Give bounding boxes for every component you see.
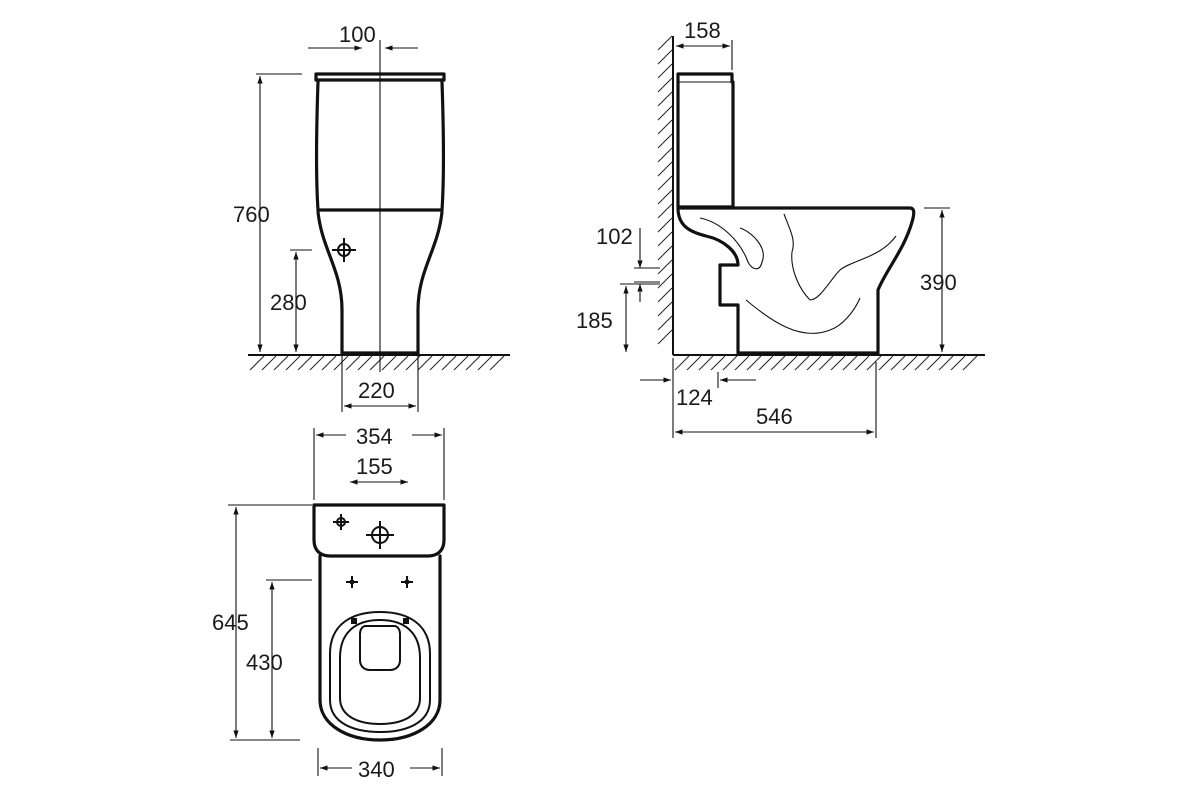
side-view: 158 102 185 390 124 546 bbox=[576, 18, 985, 438]
front-floor-hatch bbox=[248, 354, 510, 371]
top-flush-cross bbox=[366, 521, 394, 549]
side-wall-hatch bbox=[657, 35, 674, 355]
top-fixing-left bbox=[346, 576, 358, 588]
top-inlet-cross bbox=[333, 514, 349, 530]
top-seat-outer bbox=[329, 611, 431, 733]
top-bowl-outline bbox=[318, 554, 442, 742]
dim-top-bowl-width: 340 bbox=[358, 757, 395, 782]
top-view: 354 155 645 430 340 bbox=[212, 424, 446, 782]
dim-top-fix-spacing: 155 bbox=[356, 454, 393, 479]
top-fixing-right bbox=[401, 576, 413, 588]
front-inlet-cross bbox=[332, 238, 356, 262]
dim-top-tank-width: 354 bbox=[356, 424, 393, 449]
side-bowl bbox=[676, 206, 916, 355]
dim-side-102: 102 bbox=[596, 224, 633, 249]
dim-front-height: 760 bbox=[233, 202, 270, 227]
front-view: 100 760 280 220 bbox=[233, 22, 510, 412]
dim-top-total-length: 645 bbox=[212, 610, 249, 635]
dim-top-bowl-length: 430 bbox=[246, 650, 283, 675]
dim-side-tank-depth: 158 bbox=[684, 18, 721, 43]
dim-side-185: 185 bbox=[576, 308, 613, 333]
front-tank-outline bbox=[314, 72, 446, 82]
side-tank bbox=[676, 72, 735, 209]
top-lid-handle bbox=[359, 625, 401, 671]
dim-front-width-top: 100 bbox=[339, 22, 376, 47]
top-seat-inner bbox=[339, 619, 421, 725]
top-tank bbox=[312, 503, 446, 558]
dim-side-bowl-height: 390 bbox=[920, 270, 957, 295]
dim-front-inlet-height: 280 bbox=[270, 290, 307, 315]
top-hinge-right bbox=[403, 618, 409, 624]
dim-front-base-width: 220 bbox=[358, 378, 395, 403]
dim-side-total-depth: 546 bbox=[756, 404, 793, 429]
top-hinge-left bbox=[351, 618, 357, 624]
dim-side-124: 124 bbox=[676, 385, 713, 410]
side-trap-inner bbox=[699, 217, 764, 270]
side-floor-hatch bbox=[673, 354, 985, 371]
